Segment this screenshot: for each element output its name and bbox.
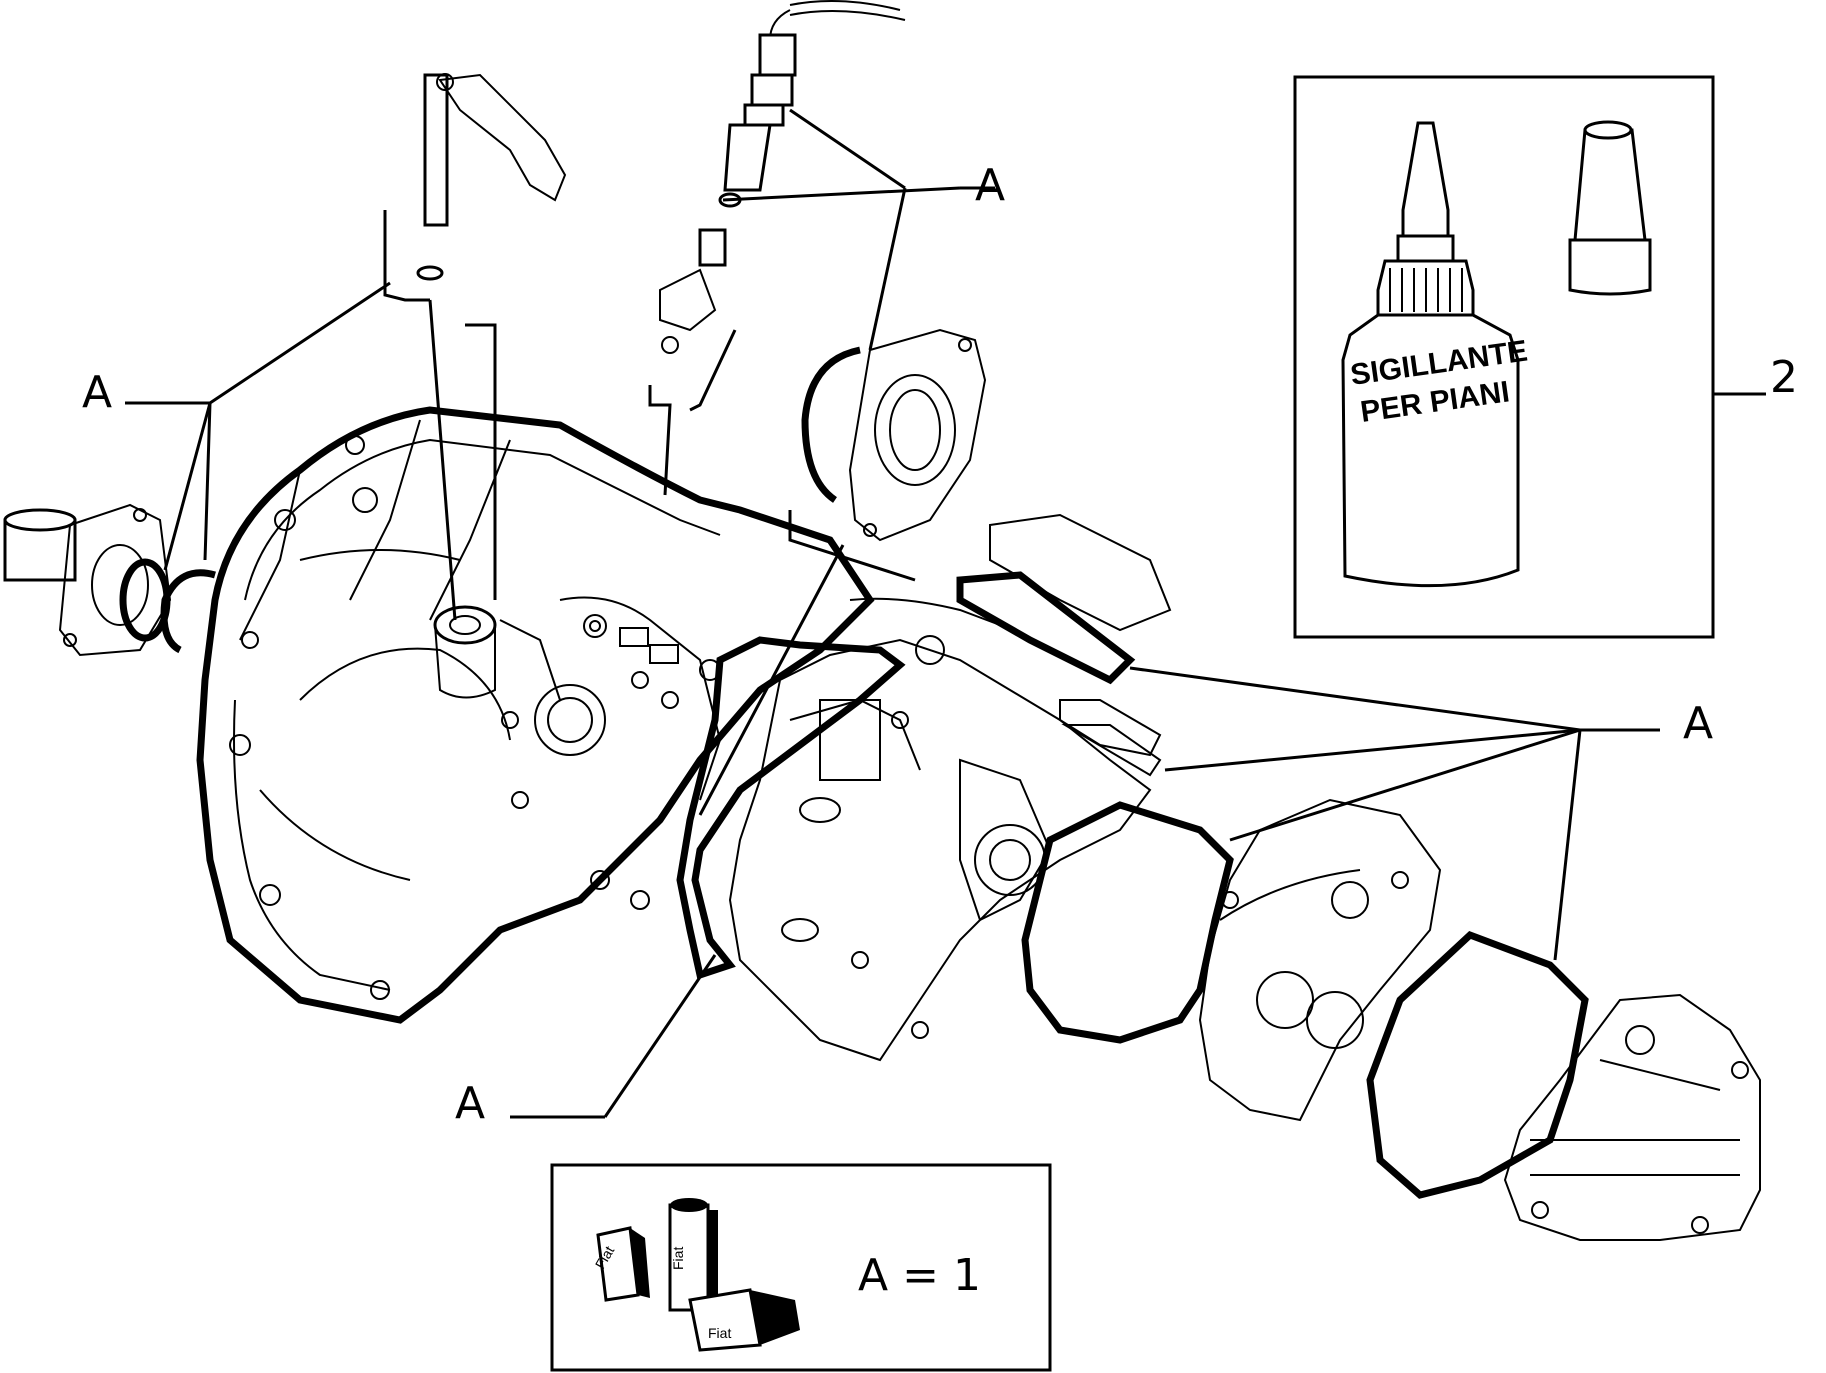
gearbox-housing xyxy=(196,406,875,1024)
kit-callout-label: 2 xyxy=(1770,352,1798,403)
sealant-kit-box: SIGILLANTE PER PIANI 2 xyxy=(1293,75,1798,639)
side-flange-cover xyxy=(801,328,987,542)
sealant-bottle: SIGILLANTE PER PIANI xyxy=(1341,121,1530,588)
callout-a-right: A xyxy=(1683,698,1713,749)
speedometer-drive xyxy=(659,0,906,354)
leader-lines xyxy=(125,108,1660,1119)
rear-gasket-1 xyxy=(1021,801,1234,1044)
callout-a-bottom: A xyxy=(455,1078,485,1129)
left-output-flange xyxy=(3,503,216,657)
svg-text:Fiat: Fiat xyxy=(708,1325,731,1341)
shift-lever xyxy=(416,73,567,281)
rear-plate xyxy=(1198,798,1442,1122)
selector-bolts xyxy=(583,614,721,709)
callout-a-left: A xyxy=(82,367,112,418)
top-cover-plates xyxy=(956,513,1172,777)
legend-box: Fiat Fiat Fiat A = 1 xyxy=(550,1163,1052,1372)
rear-gasket-2 xyxy=(1366,930,1589,1199)
legend-equation: A = 1 xyxy=(858,1250,981,1301)
end-cover xyxy=(1503,993,1761,1241)
center-gasket xyxy=(676,636,906,980)
svg-text:Fiat: Fiat xyxy=(670,1247,686,1270)
bottle-cap xyxy=(1568,120,1652,296)
fiat-product-icon: Fiat Fiat Fiat xyxy=(592,1198,800,1352)
callout-a-top: A xyxy=(975,160,1005,211)
